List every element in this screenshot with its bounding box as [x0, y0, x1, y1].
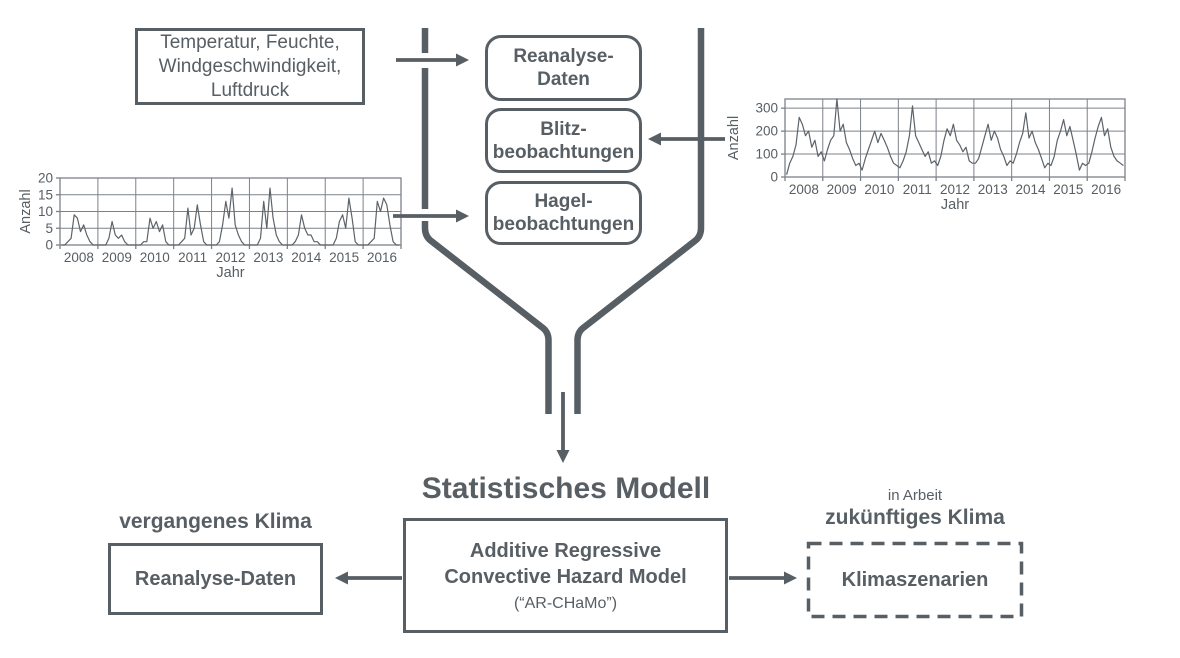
- future-status-caption: in Arbeit: [887, 487, 943, 504]
- x-tick-label: 2009: [102, 250, 132, 265]
- y-tick-label: 20: [38, 171, 53, 186]
- klimaszenarien-text: Klimaszenarien: [841, 568, 989, 591]
- funnel-left-wall-lower: [421, 221, 552, 414]
- hagel-beobachtungen-box: Hagel- beobachtungen: [485, 181, 642, 245]
- ar-chamo-box: Additive Regressive Convective Hazard Mo…: [403, 518, 728, 633]
- x-axis-label: Jahr: [941, 197, 969, 213]
- x-tick-label: 2016: [367, 250, 397, 265]
- ar-chamo-abbreviation: (“AR-CHaMo”): [513, 594, 618, 612]
- x-tick-label: 2011: [178, 250, 207, 265]
- x-tick-label: 2015: [1053, 182, 1083, 197]
- x-tick-label: 2014: [1016, 182, 1047, 197]
- reanalyse-daten-box: Reanalyse- Daten: [485, 35, 642, 101]
- input-variables-line: Windgeschwindigkeit,: [158, 55, 342, 77]
- x-tick-label: 2015: [329, 250, 359, 265]
- arrow-funnel-to-model: [556, 392, 570, 463]
- ar-chamo-line: Convective Hazard Model: [444, 565, 687, 588]
- y-tick-label: 0: [45, 238, 53, 253]
- input-variables-box: Temperatur, Feuchte, Windgeschwindigkeit…: [135, 28, 365, 105]
- reanalyse-output-label: Reanalyse-Daten: [134, 567, 297, 590]
- lightning-observations-chart: 0 100 200 300 2008 2009 2010 2011 2012 2013 2014 20…: [726, 98, 1126, 213]
- ar-chamo-line: Additive Regressive: [469, 539, 662, 562]
- x-tick-label: 2010: [864, 182, 894, 197]
- blitz-beobachtungen-label: Blitz-: [540, 118, 587, 140]
- y-tick-label: 10: [38, 204, 53, 219]
- x-tick-label: 2009: [827, 182, 857, 197]
- x-tick-label: 2008: [64, 250, 94, 265]
- input-variables-line: Luftdruck: [210, 79, 290, 101]
- y-tick-label: 15: [38, 187, 53, 202]
- input-variables-line: Temperatur, Feuchte,: [160, 31, 340, 53]
- x-tick-label: 2011: [903, 182, 932, 197]
- y-tick-label: 200: [755, 124, 778, 139]
- x-tick-label: 2016: [1091, 182, 1121, 197]
- x-axis-label: Jahr: [216, 265, 244, 281]
- statistical-model-heading: Statistisches Modell: [421, 472, 711, 505]
- y-tick-label: 5: [45, 221, 53, 236]
- arrow-model-to-past: [335, 571, 402, 585]
- x-tick-label: 2012: [215, 250, 245, 265]
- past-climate-caption: vergangenes Klima: [119, 510, 312, 533]
- hagel-beobachtungen-label: Hagel-: [534, 191, 593, 212]
- x-tick-label: 2012: [940, 182, 970, 197]
- x-tick-label: 2013: [253, 250, 283, 265]
- blitz-beobachtungen-label: beobachtungen: [492, 141, 635, 163]
- reanalyse-output-box: Reanalyse-Daten: [108, 543, 323, 615]
- blitz-beobachtungen-box: Blitz- beobachtungen: [485, 108, 642, 173]
- y-tick-label: 100: [755, 147, 778, 162]
- data-line: [786, 98, 1124, 175]
- hagel-beobachtungen-label: beobachtungen: [492, 214, 635, 235]
- x-tick-label: 2008: [789, 182, 819, 197]
- klimaszenarien-label: Klimaszenarien: [807, 542, 1023, 618]
- arrow-lightningchart-to-blitz: [648, 132, 725, 146]
- plot-frame: [784, 98, 1126, 178]
- y-tick-label: 0: [770, 170, 778, 185]
- reanalyse-daten-label: Daten: [537, 69, 590, 90]
- arrow-input-to-reanalyse: [396, 53, 469, 67]
- x-tick-label: 2010: [140, 250, 170, 265]
- arrow-model-to-future: [729, 571, 797, 585]
- y-axis-label: Anzahl: [18, 189, 34, 233]
- reanalyse-daten-label: Reanalyse-: [513, 46, 614, 67]
- future-climate-caption: zukünftiges Klima: [825, 506, 1005, 529]
- y-tick-label: 300: [755, 101, 778, 116]
- x-tick-label: 2013: [978, 182, 1008, 197]
- x-tick-label: 2014: [291, 250, 322, 265]
- y-axis-label: Anzahl: [726, 116, 742, 160]
- data-line: [61, 187, 400, 246]
